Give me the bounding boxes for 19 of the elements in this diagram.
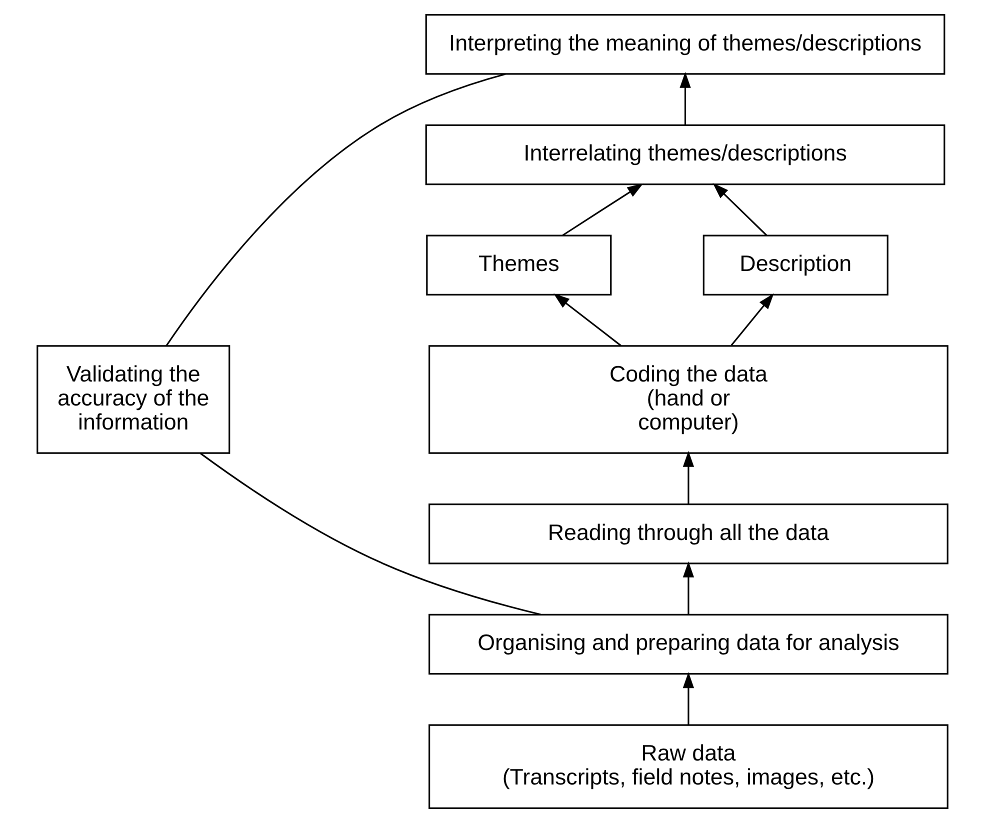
node-box: Validating the accuracy of the information <box>36 345 230 454</box>
connector <box>199 452 540 616</box>
node-box: Description <box>702 234 888 296</box>
node-box: Coding the data (hand or computer) <box>428 345 948 454</box>
arrow <box>679 72 690 125</box>
arrow <box>553 294 621 346</box>
connector <box>165 73 506 346</box>
arrow <box>682 672 694 725</box>
arrow <box>682 450 694 504</box>
arrow <box>730 293 774 346</box>
node-box: Raw data (Transcripts, field notes, images, etc.) <box>428 724 948 810</box>
arrow <box>712 183 767 236</box>
node-box: Reading through all the data <box>428 503 948 564</box>
arrow <box>682 561 694 614</box>
node-box: Themes <box>426 234 612 296</box>
node-box: Interpreting the meaning of themes/descriptions <box>424 14 945 75</box>
arrow <box>562 183 643 236</box>
node-box: Organising and preparing data for analysis <box>428 614 948 675</box>
node-box: Interrelating themes/descriptions <box>424 124 945 186</box>
